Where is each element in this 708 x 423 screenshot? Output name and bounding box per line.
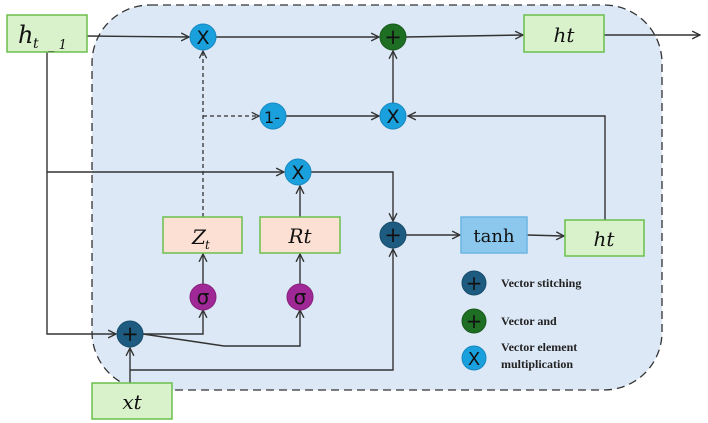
line-stitch-to-sigma-z bbox=[143, 310, 203, 335]
cell-container bbox=[91, 4, 663, 391]
mult-legend-icon: X bbox=[468, 349, 480, 370]
legend-label-mult-2: multiplication bbox=[501, 357, 573, 371]
legend-item-stitch: + Vector stitching bbox=[461, 270, 581, 296]
tanh-label: tanh bbox=[473, 226, 515, 247]
legend-label-mult-1: Vector element bbox=[501, 340, 577, 354]
dashed-connections bbox=[203, 51, 259, 217]
mult-icon: X bbox=[291, 162, 304, 184]
box-x-input: xt bbox=[91, 382, 173, 420]
sigma-icon: σ bbox=[294, 285, 307, 309]
node-sigma-z: σ bbox=[189, 283, 217, 311]
node-stitch-input: + bbox=[116, 320, 144, 348]
r-gate-label: Rt bbox=[287, 224, 312, 248]
node-mult-mid: X bbox=[379, 102, 407, 130]
node-sigma-r: σ bbox=[286, 283, 314, 311]
box-r-gate: Rt bbox=[259, 216, 341, 254]
mult-icon: X bbox=[196, 27, 209, 49]
sigma-icon: σ bbox=[197, 285, 210, 309]
line-hcand-to-mult bbox=[408, 116, 606, 220]
h-prev-sub: t bbox=[33, 36, 39, 52]
plus-icon: + bbox=[384, 223, 402, 247]
box-h-prev: h t _ 1 bbox=[6, 14, 88, 53]
node-mult-top: X bbox=[189, 23, 217, 51]
line-mult-r-to-stitch bbox=[311, 171, 393, 221]
h-prev-main: h bbox=[18, 21, 33, 49]
box-h-out: ht bbox=[523, 14, 605, 53]
z-gate-main: Z bbox=[191, 225, 207, 249]
plus-icon: + bbox=[384, 25, 402, 49]
and-icon: + bbox=[466, 309, 483, 333]
h-candidate-label: ht bbox=[594, 227, 616, 251]
line-hprev-down bbox=[46, 52, 116, 334]
node-and: + bbox=[379, 23, 407, 51]
legend: + Vector stitching + Vector and X Vector… bbox=[461, 270, 581, 371]
node-stitch-mid: + bbox=[379, 221, 407, 249]
line-and-to-ht bbox=[405, 35, 523, 37]
box-tanh: tanh bbox=[460, 216, 528, 254]
stitch-icon: + bbox=[466, 271, 483, 295]
h-out-label: ht bbox=[554, 23, 576, 47]
x-input-label: xt bbox=[122, 390, 142, 414]
plus-icon: + bbox=[121, 322, 139, 346]
node-one-minus: 1- bbox=[259, 102, 287, 130]
h-prev-suffix: _ 1 bbox=[48, 38, 67, 53]
line-hprev-to-mult-top bbox=[86, 36, 189, 37]
box-z-gate: Z t bbox=[162, 216, 243, 254]
legend-item-mult: X Vector element multiplication bbox=[461, 340, 577, 371]
box-h-candidate: ht bbox=[564, 219, 645, 257]
node-mult-reset: X bbox=[284, 158, 312, 186]
legend-label-stitch: Vector stitching bbox=[501, 276, 581, 290]
one-minus-label: 1- bbox=[264, 108, 280, 127]
legend-label-and: Vector and bbox=[501, 314, 557, 328]
legend-item-and: + Vector and bbox=[461, 308, 557, 334]
line-tanh-to-hcand bbox=[526, 235, 564, 236]
connections bbox=[46, 35, 700, 383]
z-gate-sub: t bbox=[205, 238, 210, 252]
line-stitch-to-sigma-r bbox=[142, 310, 300, 347]
mult-icon: X bbox=[386, 106, 399, 128]
line-xt-to-stitch-mid bbox=[130, 249, 393, 371]
